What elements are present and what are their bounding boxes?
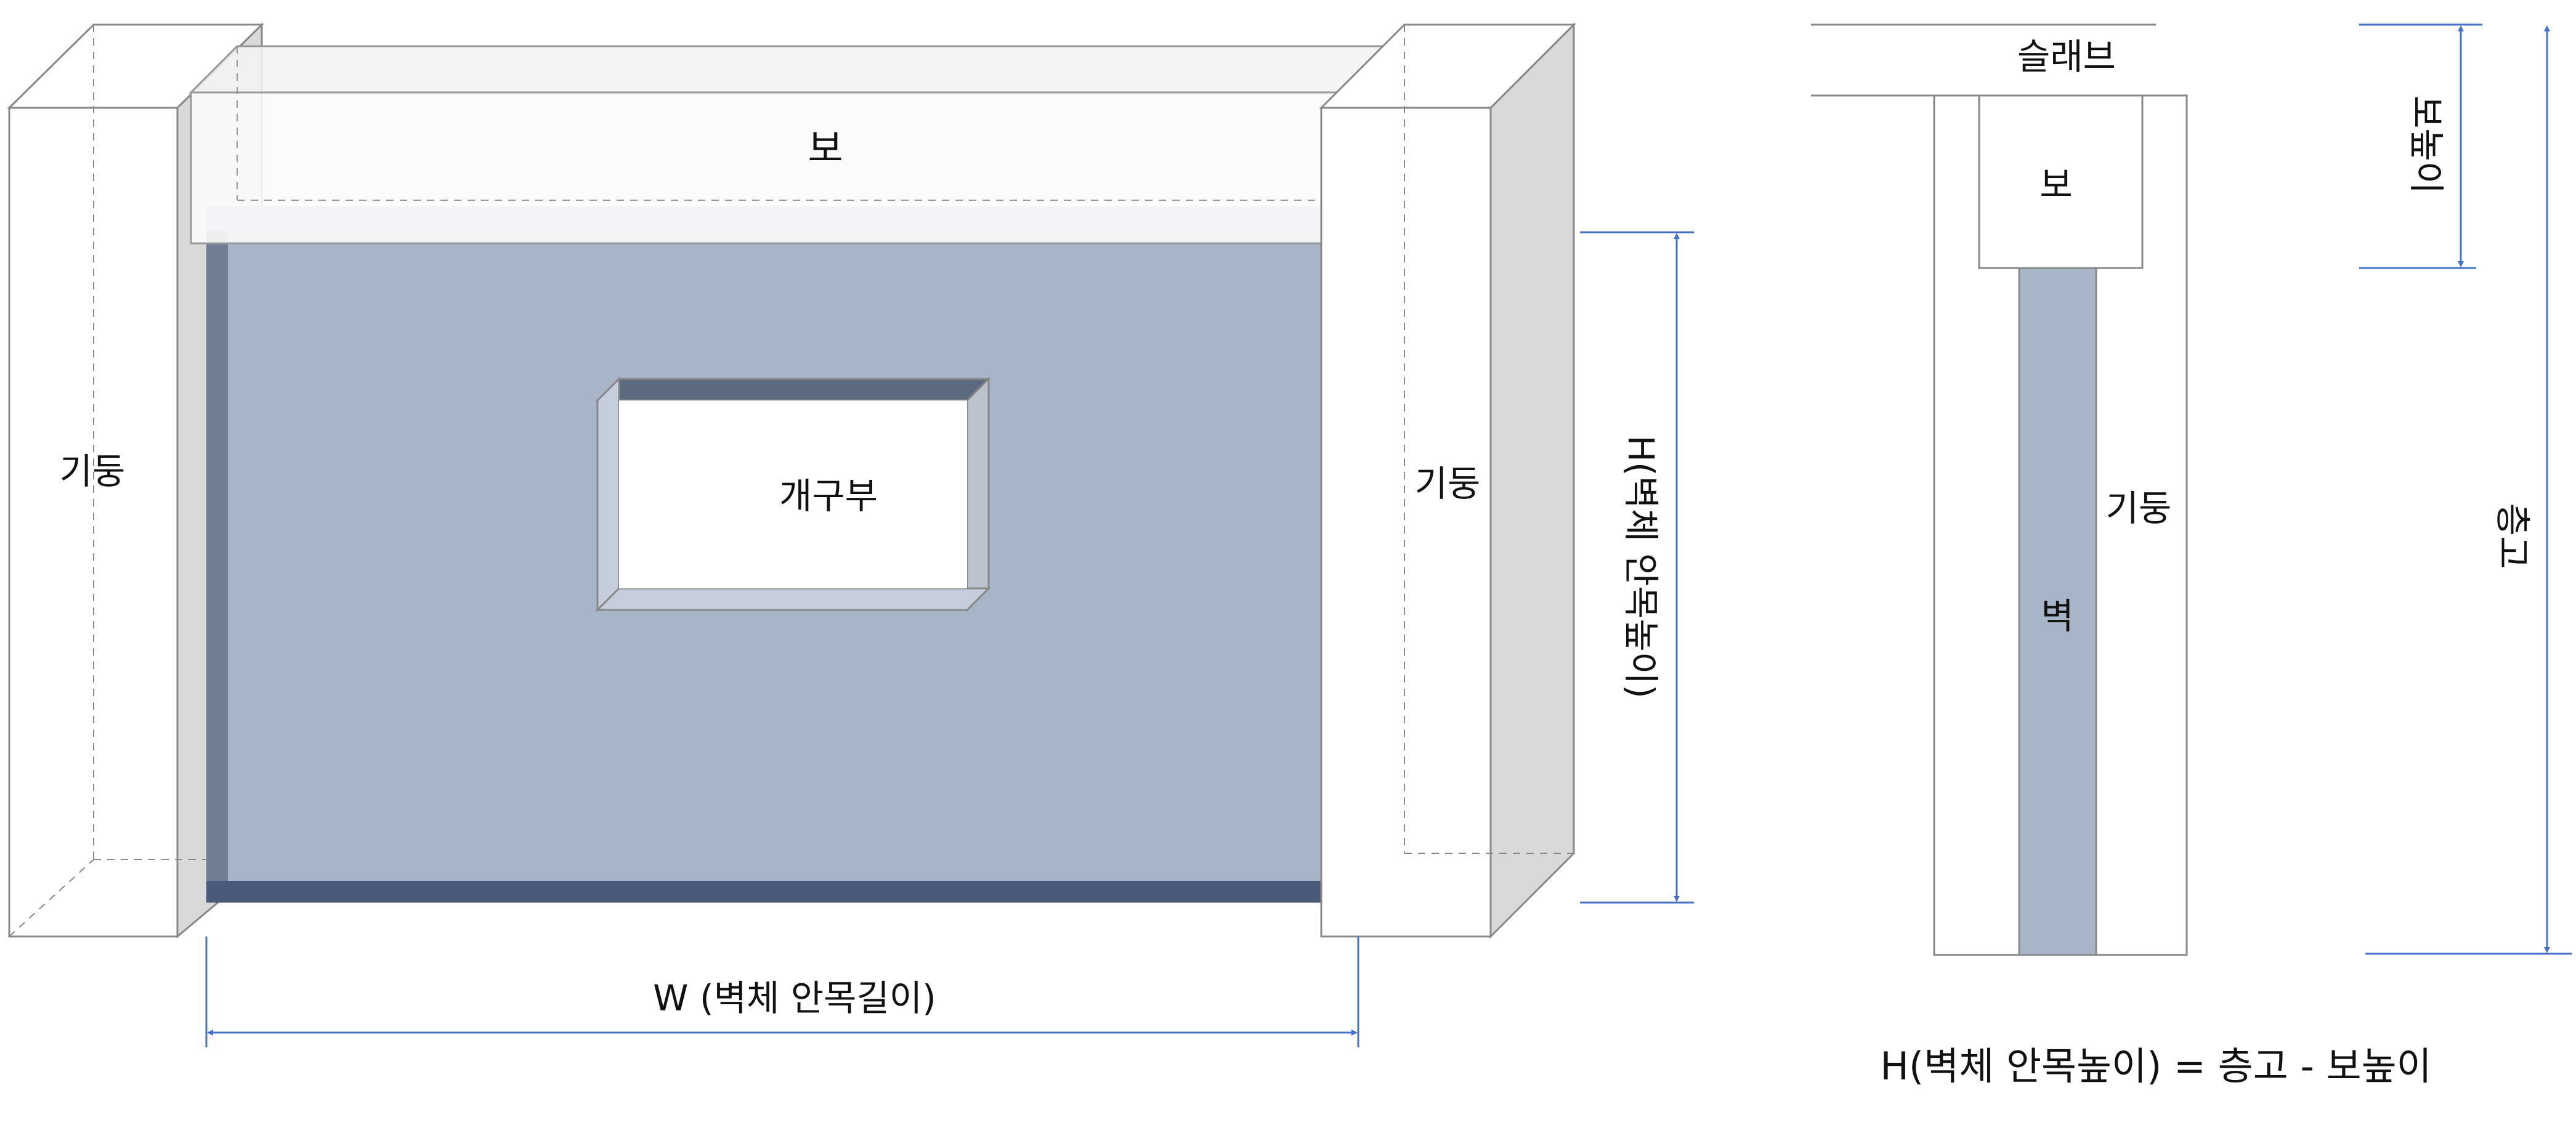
beam bbox=[188, 44, 1391, 246]
right-column-label: 기둥 bbox=[1415, 463, 1481, 505]
opening bbox=[595, 376, 991, 612]
section-beam-label: 보 bbox=[2039, 164, 2072, 206]
story-height-label: 층고 bbox=[2492, 503, 2533, 569]
width-dimension-label: W (벽체 안목길이) bbox=[653, 977, 936, 1019]
opening-label: 개구부 bbox=[779, 475, 878, 517]
beam-height-label: 보높이 bbox=[2405, 95, 2447, 194]
section-column-label: 기둥 bbox=[2106, 487, 2172, 529]
slab-label: 슬래브 bbox=[2017, 36, 2116, 78]
section-wall bbox=[2018, 267, 2097, 956]
height-dimension bbox=[1580, 231, 1694, 904]
formula-text: H(벽체 안목높이) = 층고 - 보높이 bbox=[1880, 1044, 2431, 1089]
section-wall-label: 벽 bbox=[2041, 595, 2073, 637]
right-column bbox=[1319, 22, 1576, 939]
story-height-dimension bbox=[2365, 25, 2572, 955]
height-dimension-label: H(벽체 안목높이) bbox=[1620, 435, 1662, 698]
width-dimension bbox=[205, 936, 1359, 1047]
wall-3d-view: 보 기둥 개구부 기둥 H(벽체 안목높이) W (벽체 안목길이) bbox=[7, 22, 1694, 1047]
section-view: 슬래브 보 벽 기둥 보높이 층고 H(벽체 안목높이) = 층고 - 보높이 bbox=[1811, 23, 2572, 1089]
beam-label: 보 bbox=[808, 126, 843, 171]
beam-height-dimension bbox=[2359, 23, 2482, 269]
left-column-label: 기둥 bbox=[60, 450, 126, 492]
section-beam bbox=[1978, 94, 2144, 269]
